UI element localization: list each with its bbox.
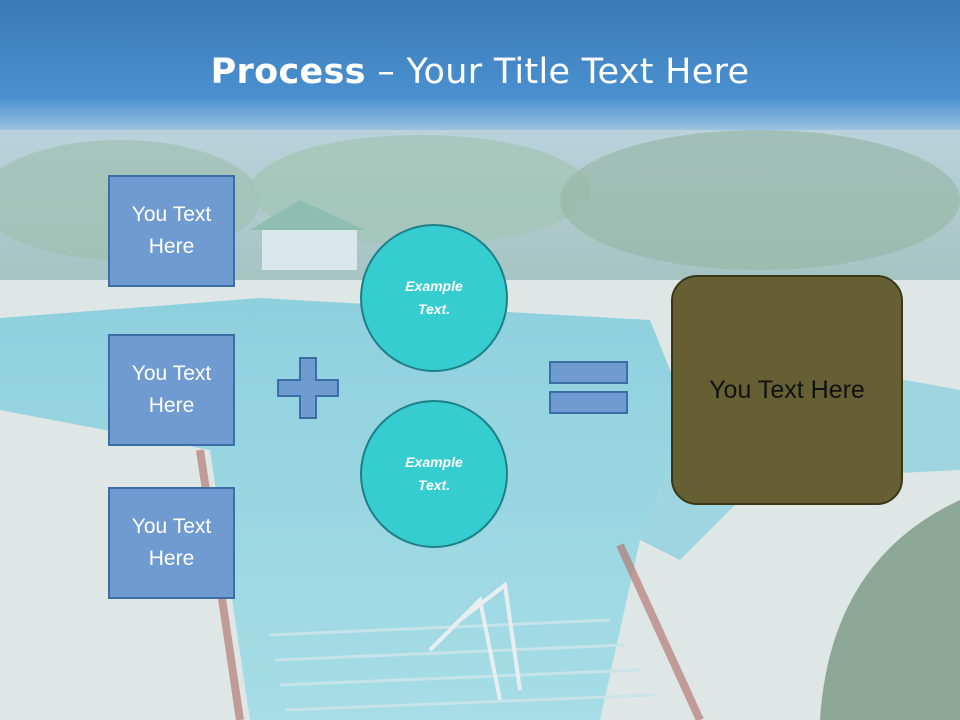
circle-label: Example Text. <box>405 454 463 493</box>
example-circle-1: Example Text. <box>360 224 508 372</box>
input-box-label: You Text Here <box>131 203 212 258</box>
example-circle-2: Example Text. <box>360 400 508 548</box>
title-dash: – <box>365 52 407 92</box>
result-box: You Text Here <box>671 275 903 505</box>
title-bold: Process <box>210 52 366 92</box>
slide-title: Process – Your Title Text Here <box>0 52 960 92</box>
equals-icon <box>549 361 628 414</box>
input-box-label: You Text Here <box>131 515 212 570</box>
input-box-2: You Text Here <box>108 334 235 446</box>
input-box-label: You Text Here <box>131 362 212 417</box>
input-box-1: You Text Here <box>108 175 235 287</box>
input-box-3: You Text Here <box>108 487 235 599</box>
result-label: You Text Here <box>709 375 865 404</box>
plus-icon <box>277 357 339 419</box>
circle-label: Example Text. <box>405 278 463 317</box>
title-rest: Your Title Text Here <box>406 52 750 92</box>
